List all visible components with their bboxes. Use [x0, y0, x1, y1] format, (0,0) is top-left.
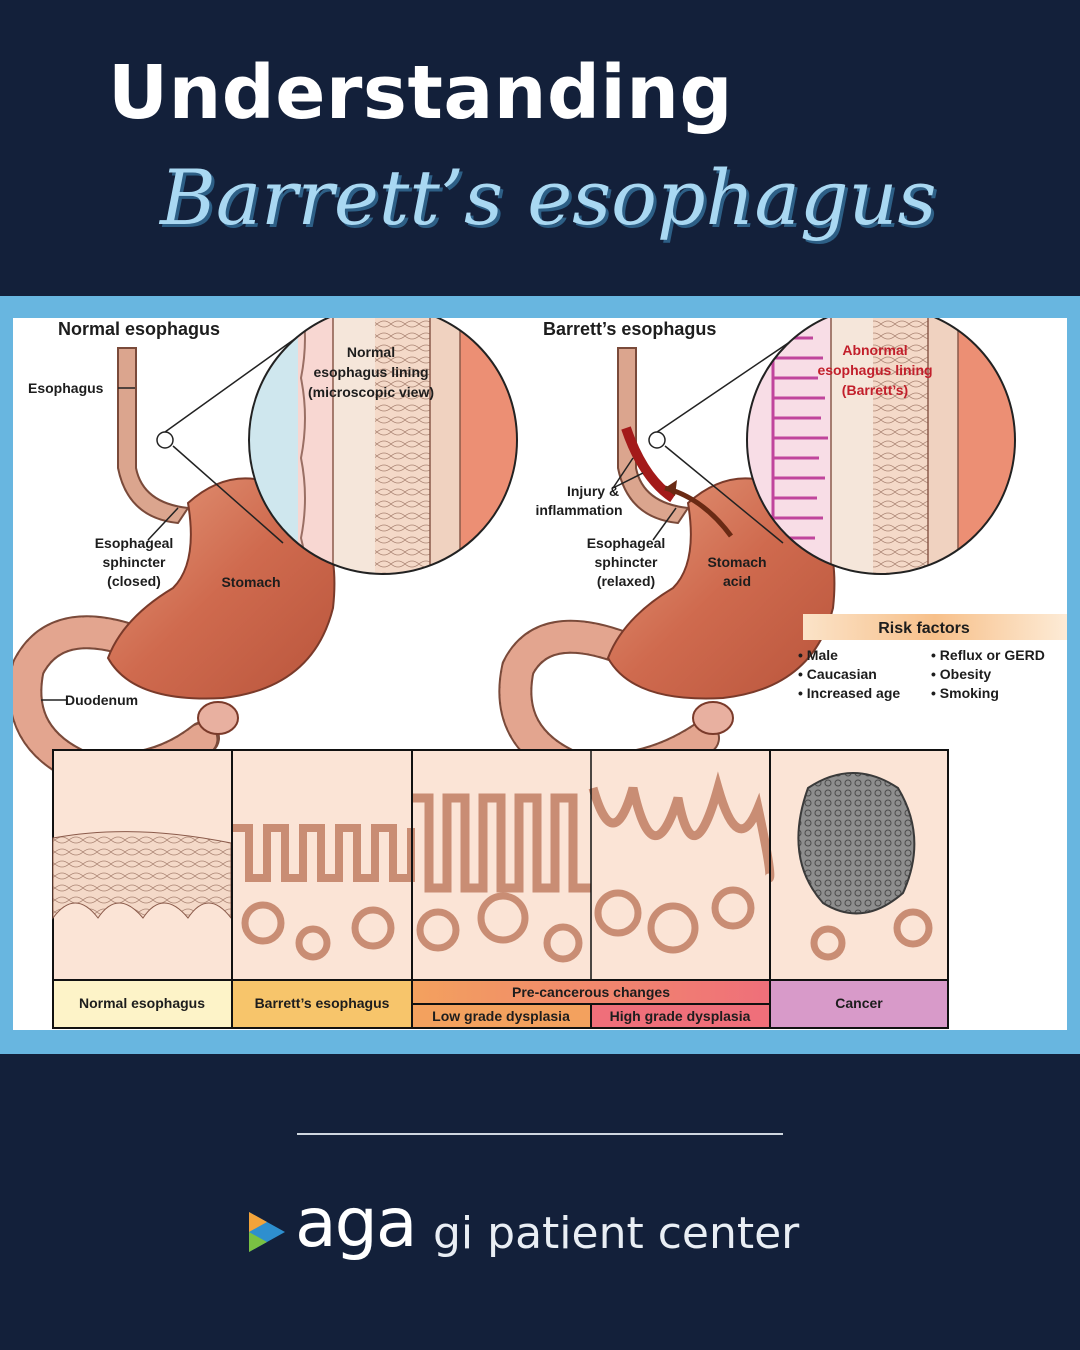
- label-stomach: Stomach: [221, 574, 280, 590]
- barretts-diagram: Normal esophagus Barrett’s esophagus Eso…: [13, 318, 1067, 1029]
- aga-wordmark: aga: [295, 1184, 418, 1263]
- label-sphincter-closed-3: (closed): [107, 573, 161, 589]
- stage-low-box: [411, 1003, 592, 1029]
- stage-high-label: High grade dysplasia: [610, 1008, 751, 1024]
- label-sphincter-relaxed-3: (relaxed): [597, 573, 655, 589]
- risk-reflux-gerd: • Reflux or GERD: [931, 647, 1045, 663]
- risk-caucasian: • Caucasian: [798, 666, 877, 682]
- stage-cancer-label: Cancer: [835, 995, 883, 1011]
- label-normal-lining-3: (microscopic view): [308, 384, 434, 400]
- label-sphincter-closed-2: sphincter: [102, 554, 166, 570]
- stage-precancer-box: [411, 979, 771, 1005]
- barretts-esophagus-illustration: [498, 318, 1016, 787]
- title-barretts-esophagus: Barrett’s esophagus: [160, 153, 937, 242]
- stage-barretts-box: [231, 979, 413, 1029]
- stage-cancer-box: [769, 979, 949, 1029]
- label-duodenum: Duodenum: [65, 692, 138, 708]
- label-sphincter-closed-1: Esophageal: [95, 535, 174, 551]
- stage-label-bar: [52, 979, 949, 1029]
- title-understanding: Understanding: [108, 50, 733, 136]
- label-stomach-acid-2: acid: [723, 573, 751, 589]
- illustration-panel: Normal esophagus Barrett’s esophagus Eso…: [13, 318, 1067, 1030]
- label-normal-lining-2: esophagus lining: [313, 364, 428, 380]
- label-abnormal-lining-2: esophagus lining: [817, 362, 932, 378]
- risk-factors-title: Risk factors: [878, 620, 970, 637]
- risk-smoking: • Smoking: [931, 685, 999, 701]
- label-sphincter-relaxed-1: Esophageal: [587, 535, 666, 551]
- label-abnormal-lining-1: Abnormal: [842, 342, 907, 358]
- stage-normal-box: [52, 979, 233, 1029]
- normal-heading: Normal esophagus: [58, 319, 220, 339]
- aga-triangle-icon: [249, 1212, 285, 1252]
- label-sphincter-relaxed-2: sphincter: [594, 554, 658, 570]
- stage-panels: [52, 749, 949, 1028]
- stage-barretts-label: Barrett’s esophagus: [255, 995, 390, 1011]
- label-abnormal-lining-3: (Barrett’s): [842, 382, 908, 398]
- risk-obesity: • Obesity: [931, 666, 991, 682]
- label-stomach-acid-1: Stomach: [707, 554, 766, 570]
- risk-male: • Male: [798, 647, 838, 663]
- barretts-heading: Barrett’s esophagus: [543, 319, 716, 339]
- label-injury-2: inflammation: [535, 502, 622, 518]
- stage-precancer-label: Pre-cancerous changes: [512, 984, 670, 1000]
- stage-low-label: Low grade dysplasia: [432, 1008, 570, 1024]
- label-injury-1: Injury &: [567, 483, 619, 499]
- label-normal-lining-1: Normal: [347, 344, 395, 360]
- stage-normal-label: Normal esophagus: [79, 995, 205, 1011]
- label-esophagus: Esophagus: [28, 380, 104, 396]
- footer-divider: [297, 1133, 783, 1135]
- gi-patient-center-text: gi patient center: [433, 1208, 800, 1259]
- risk-increased-age: • Increased age: [798, 685, 900, 701]
- risk-factors-banner: [803, 614, 1067, 640]
